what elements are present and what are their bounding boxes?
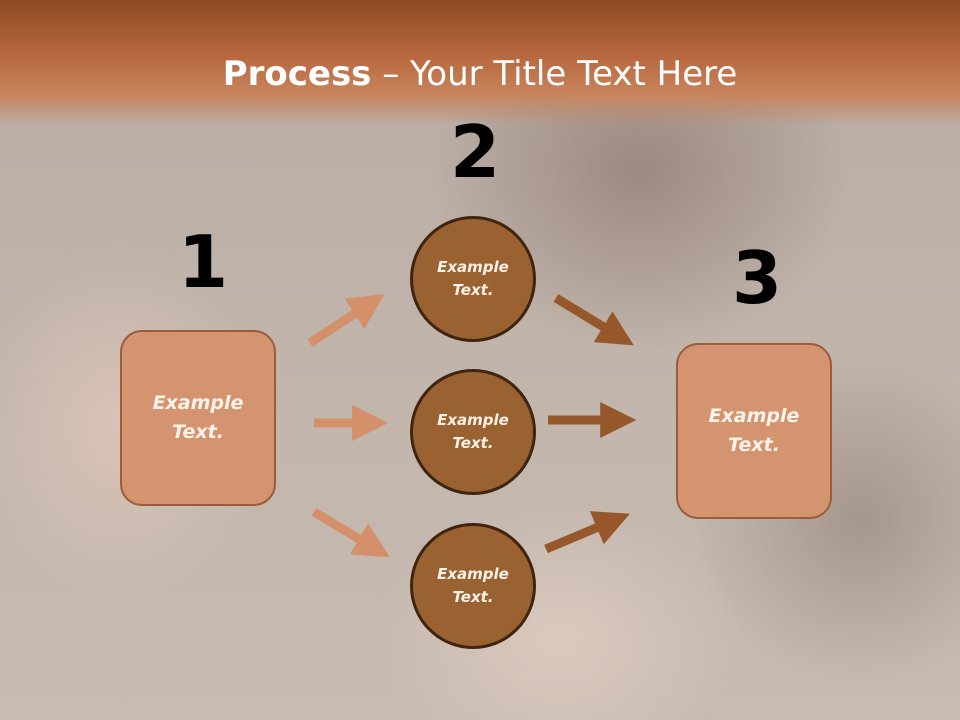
- circle-top: Example Text.: [410, 216, 536, 342]
- arrow-box1-to-circle-top: [307, 294, 385, 347]
- step-number-3: 3: [732, 236, 783, 320]
- title-banner: [0, 0, 960, 125]
- circle-middle: Example Text.: [410, 369, 536, 495]
- arrow-circle-top-to-box3: [553, 294, 634, 346]
- step-1-box: Example Text.: [120, 330, 276, 506]
- title-rest: – Your Title Text Here: [371, 54, 738, 94]
- step-3-box: Example Text.: [676, 343, 832, 519]
- circle-bottom-label: Example Text.: [437, 565, 509, 606]
- arrow-box1-to-circle-bottom: [311, 508, 390, 558]
- circle-bottom: Example Text.: [410, 523, 536, 649]
- title-bold: Process: [222, 54, 372, 94]
- step-number-1: 1: [178, 220, 229, 304]
- slide-title: Process – Your Title Text Here: [0, 52, 960, 96]
- step-1-label: Example Text.: [152, 392, 244, 443]
- circle-middle-label: Example Text.: [437, 411, 509, 452]
- arrow-circle-bottom-to-box3: [544, 511, 630, 554]
- circle-top-label: Example Text.: [437, 258, 509, 299]
- step-3-label: Example Text.: [708, 405, 800, 456]
- step-number-2: 2: [450, 110, 501, 194]
